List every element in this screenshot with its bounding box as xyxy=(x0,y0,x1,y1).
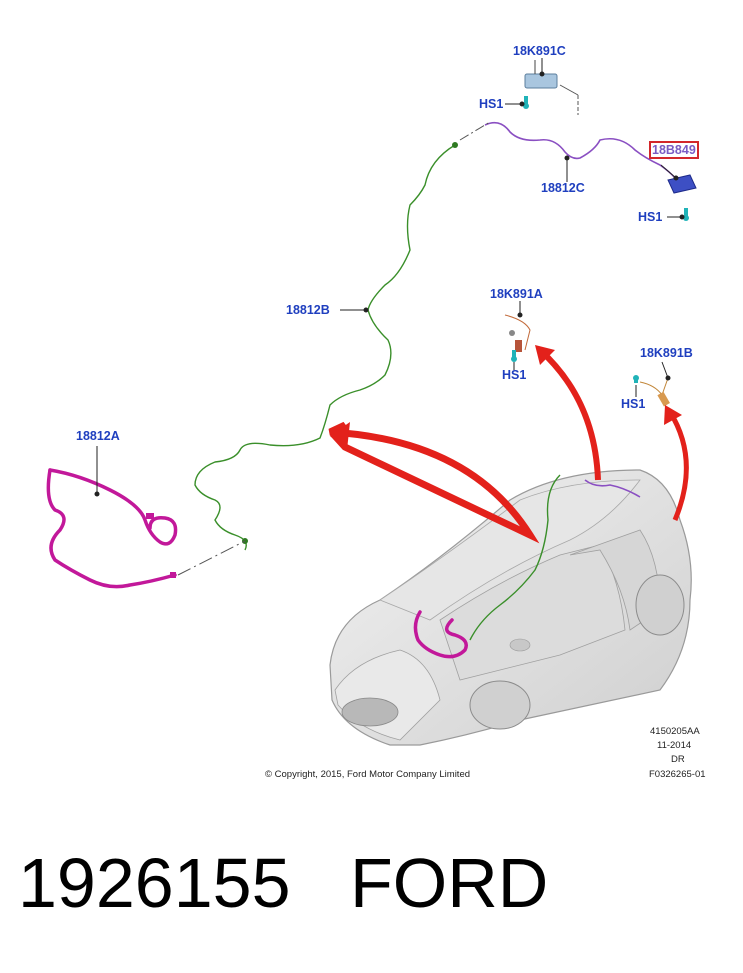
module-18k891b xyxy=(639,377,670,407)
callout-18812a: 18812A xyxy=(76,429,120,443)
callout-18k891b: 18K891B xyxy=(640,346,693,360)
callout-hs1-mid: HS1 xyxy=(502,368,527,382)
screw-icon xyxy=(683,208,689,221)
callout-18k891c: 18K891C xyxy=(513,44,566,58)
callout-hs1-right: HS1 xyxy=(638,210,663,224)
part-number: 1926155 xyxy=(18,844,291,922)
screw-icon xyxy=(523,96,529,109)
screw-icon xyxy=(511,350,517,362)
illustration-dr: DR xyxy=(671,754,685,765)
car-illustration xyxy=(329,469,692,746)
screw-icon xyxy=(633,375,639,383)
harness-c-dash xyxy=(459,121,491,141)
wiring-diagram xyxy=(46,58,697,746)
illustration-date: 11-2014 xyxy=(657,740,692,751)
callout-18812c: 18812C xyxy=(541,181,585,195)
leader-lines xyxy=(94,58,685,497)
harness-18812a-connectors xyxy=(146,513,176,578)
harness-split-line xyxy=(177,540,246,576)
copyright-notice: © Copyright, 2015, Ford Motor Company Li… xyxy=(265,769,471,780)
harness-18812c xyxy=(484,121,676,498)
callout-18k891a: 18K891A xyxy=(490,287,543,301)
harness-18812a xyxy=(46,468,468,659)
harness-18812b xyxy=(194,144,561,641)
module-18k891a xyxy=(504,314,531,352)
module-18k891c xyxy=(524,60,579,115)
callout-18812b: 18812B xyxy=(286,303,330,317)
illustration-figure-code: F0326265-01 xyxy=(649,769,706,780)
illustration-code: 4150205AA xyxy=(650,726,700,737)
callout-18b849: 18B849 xyxy=(649,141,699,159)
brand-name: FORD xyxy=(350,844,549,922)
callout-hs1-b: HS1 xyxy=(621,397,646,411)
location-arrows xyxy=(328,345,689,544)
module-18b849 xyxy=(667,174,697,194)
callout-hs1-top: HS1 xyxy=(479,97,504,111)
